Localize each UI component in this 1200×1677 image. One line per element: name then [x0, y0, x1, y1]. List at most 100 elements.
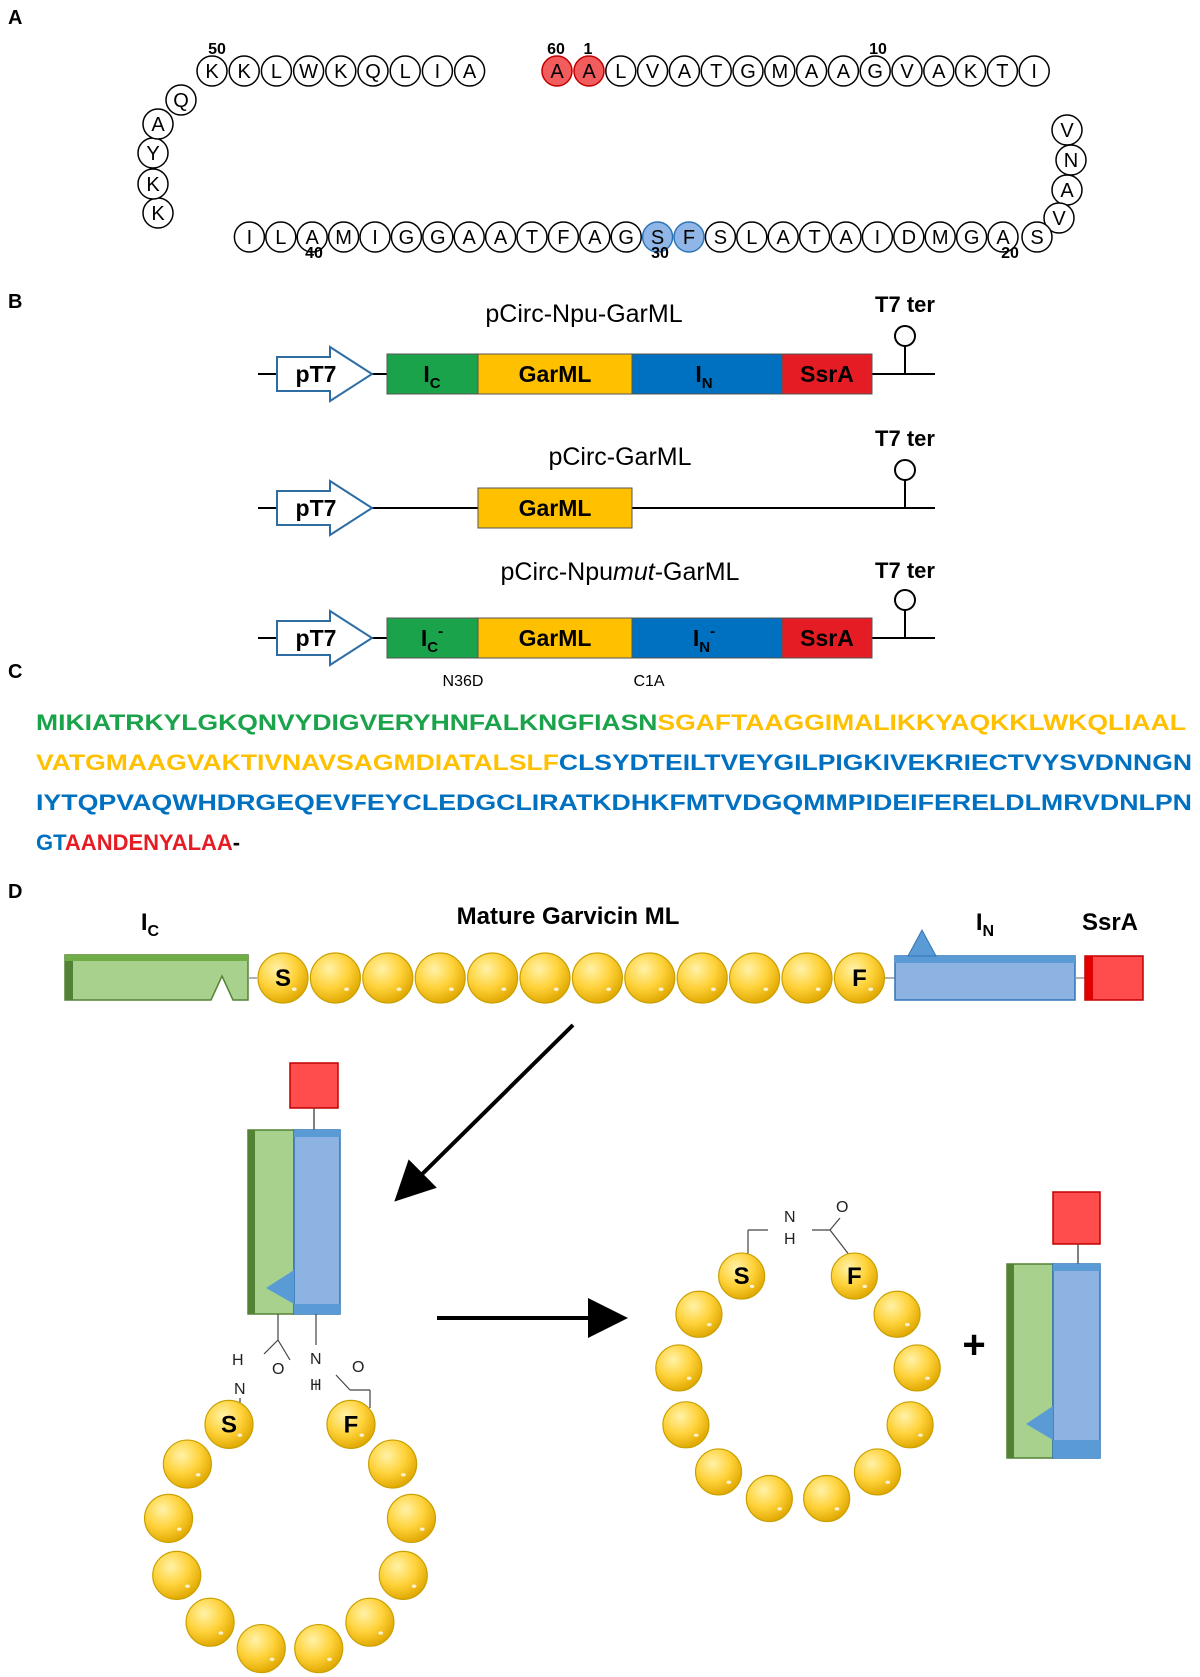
- residue-letter: G: [964, 227, 980, 249]
- residue-letter: V: [1052, 208, 1066, 230]
- residue-letter: A: [837, 61, 851, 83]
- bead-highlight: [868, 987, 874, 991]
- amino-acid-bead: [386, 1493, 437, 1544]
- amino-acid-bead: [378, 1550, 428, 1600]
- garml-block-label: GarML: [519, 495, 592, 521]
- residue-letter: A: [588, 227, 602, 249]
- residue-circle: [767, 221, 799, 253]
- residue-letter: V: [900, 61, 914, 83]
- amino-acid-bead: [886, 1401, 934, 1449]
- residue-letter: A: [550, 61, 564, 83]
- amino-acid-bead: [675, 1290, 723, 1338]
- residue-letter: I: [875, 227, 881, 249]
- bead-highlight: [815, 987, 821, 991]
- residue-letter: K: [151, 203, 165, 225]
- bead-highlight: [686, 1376, 692, 1380]
- residue-letter: I: [372, 227, 378, 249]
- residue-circle: [547, 221, 580, 253]
- amino-acid-bead: [143, 1493, 194, 1544]
- residue-letter: A: [678, 61, 692, 83]
- reaction-arrow-down: [394, 1023, 575, 1202]
- residue-circle: [327, 221, 360, 253]
- residue-circle: [924, 221, 956, 253]
- residue-letter: T: [996, 61, 1008, 83]
- amino-acid-bead: [571, 952, 624, 1004]
- bead-letter: S: [221, 1411, 237, 1438]
- residue-circle: [955, 221, 988, 253]
- residue-letter: M: [771, 61, 788, 83]
- residue-circle: [923, 55, 955, 87]
- residue-circle: [891, 55, 923, 87]
- residue-letter: A: [582, 61, 596, 83]
- terminator-label: T7 ter: [875, 426, 935, 451]
- garml-block: [477, 617, 633, 659]
- mutation-label-n36d: N36D: [443, 673, 484, 690]
- amino-acid-bead: [873, 1290, 921, 1338]
- terminator-icon: [894, 459, 916, 481]
- bead-letter: F: [852, 965, 867, 992]
- residue-letter: M: [932, 227, 949, 249]
- residue-letter: A: [494, 227, 508, 249]
- residue-letter: N: [1064, 150, 1078, 172]
- bead-highlight: [749, 1284, 755, 1289]
- bead-highlight: [885, 1480, 891, 1484]
- construct-title: pCirc-GarML: [548, 443, 691, 471]
- residue-circle: [389, 55, 421, 87]
- plus-sign: +: [962, 1323, 985, 1367]
- amino-acid-bead: [853, 1448, 902, 1496]
- residue-letter: T: [526, 227, 538, 249]
- bead-letter: S: [734, 1263, 750, 1290]
- bead-highlight: [606, 987, 612, 991]
- ssra-block: [781, 617, 873, 659]
- atom-h: H: [232, 1352, 244, 1369]
- residue-number-1: 1: [584, 41, 593, 58]
- residue-circle: [165, 84, 197, 116]
- residue-circle: [893, 221, 925, 253]
- bead-highlight: [925, 1376, 930, 1380]
- residue-circle: [861, 221, 894, 253]
- bead-highlight: [401, 1473, 406, 1477]
- residue-letter: S: [651, 227, 664, 249]
- residue-number-10: 10: [869, 41, 887, 58]
- construct-pcirc-garml: pCirc-GarML pT7 GarML T7 ter: [258, 426, 935, 537]
- residue-circle: [605, 55, 637, 87]
- residue-circle: [453, 55, 486, 87]
- amino-acid-bead: [294, 1623, 344, 1674]
- bead-highlight: [237, 1433, 243, 1437]
- promoter-arrow: [276, 609, 374, 667]
- amino-acid-bead: [362, 952, 414, 1004]
- residue-letter: V: [646, 61, 660, 83]
- bead-highlight: [448, 987, 454, 991]
- cyclic-garvicin-product: [747, 1217, 851, 1257]
- amino-acid-bead: [781, 952, 833, 1004]
- residue-letter: Q: [365, 61, 381, 83]
- bead-highlight: [176, 1527, 182, 1531]
- residue-letter: T: [710, 61, 722, 83]
- residue-circle: [987, 221, 1019, 253]
- promoter-label: pT7: [296, 361, 337, 387]
- residue-letter: S: [714, 227, 727, 249]
- released-intein-complex: [1006, 1191, 1101, 1459]
- residue-circle: [1021, 221, 1053, 253]
- promoter-label: pT7: [296, 625, 337, 651]
- bead-highlight: [501, 987, 507, 991]
- residue-letter: G: [740, 61, 756, 83]
- residue-letter: F: [683, 227, 695, 249]
- residue-letter: L: [271, 61, 282, 83]
- amino-acid-bead: [368, 1439, 418, 1489]
- ic-block: [386, 353, 479, 395]
- residue-circle: [736, 221, 768, 253]
- bead-letter: F: [847, 1263, 862, 1290]
- residue-circle: [421, 55, 454, 87]
- bead-highlight: [195, 1473, 201, 1477]
- terminator-label: T7 ter: [875, 292, 935, 317]
- residue-circle: [795, 55, 828, 87]
- terminator-label: T7 ter: [875, 558, 935, 583]
- atom-h: H: [310, 1377, 322, 1394]
- amino-acid-bead: [162, 1439, 212, 1489]
- residue-letter: V: [1060, 120, 1074, 142]
- residue-letter: A: [463, 227, 477, 249]
- promoter-arrow: [276, 345, 374, 403]
